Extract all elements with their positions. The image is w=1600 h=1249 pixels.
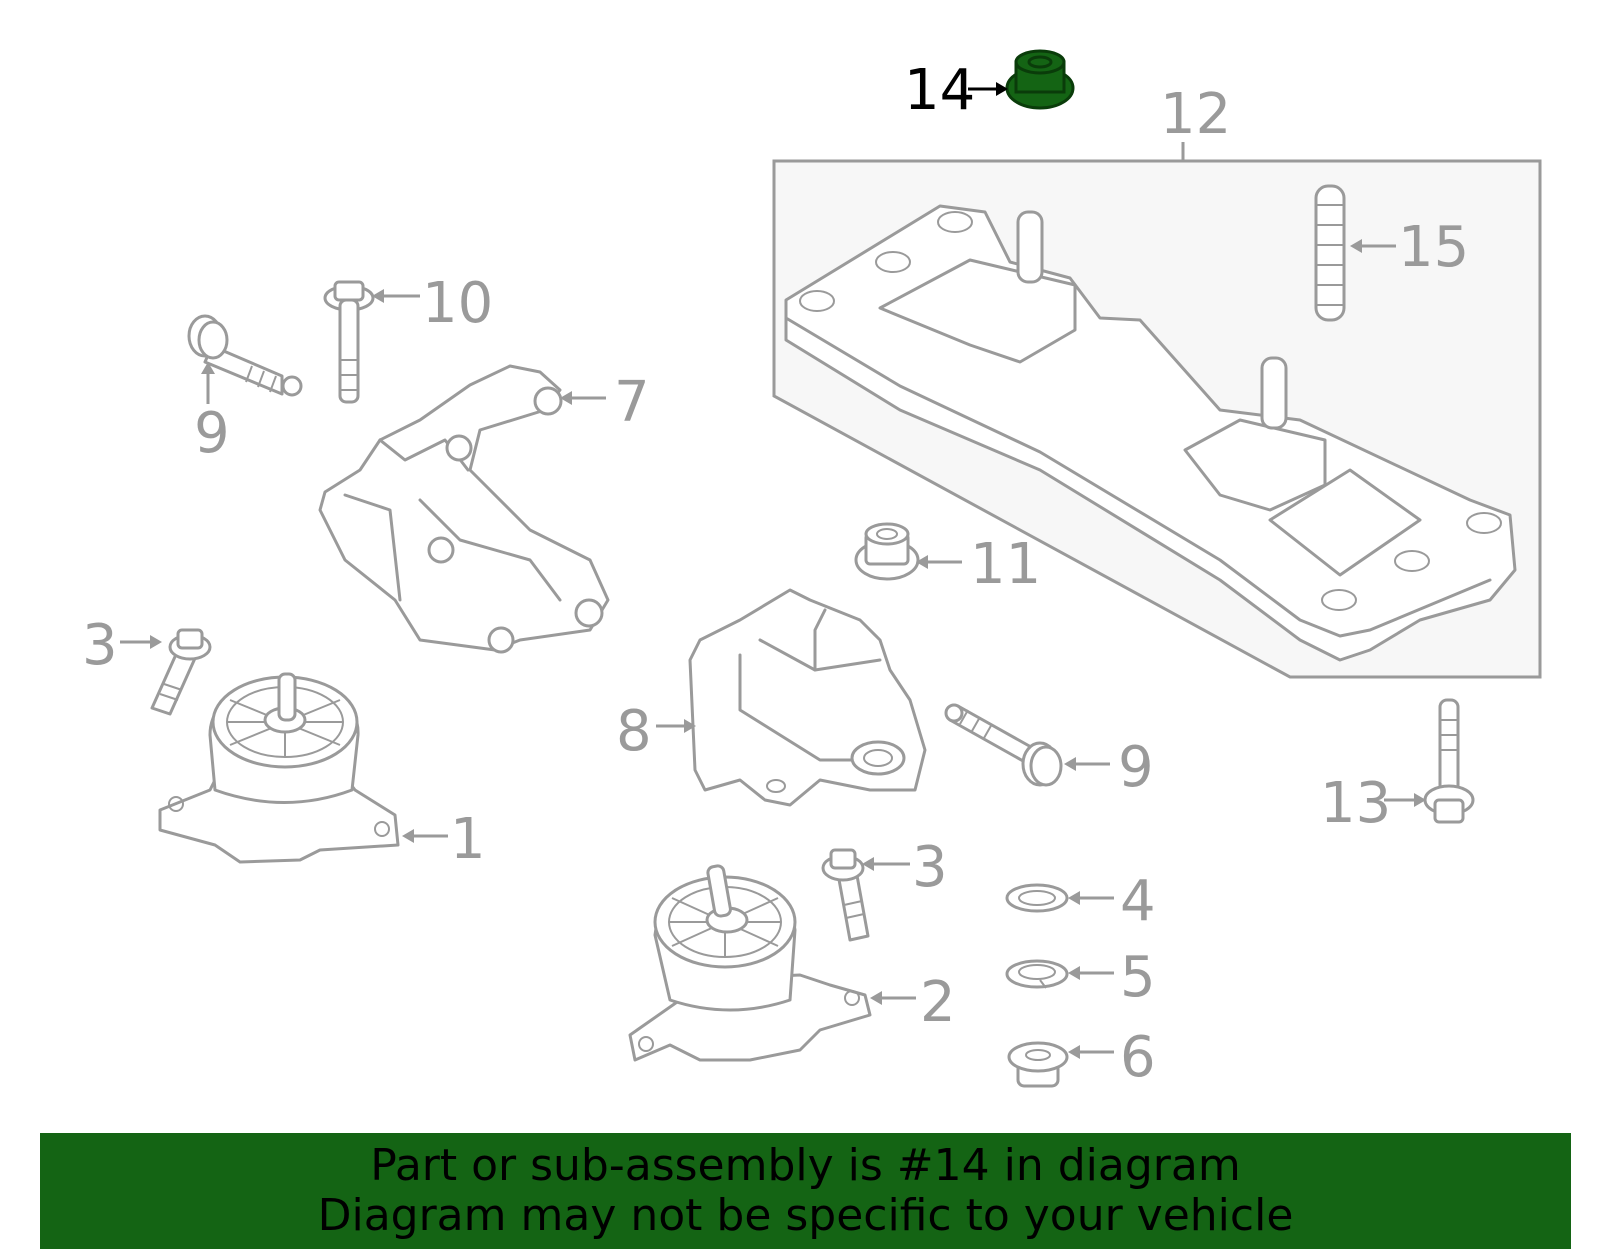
callout-15: 15 — [1398, 215, 1469, 280]
part-13-bolt[interactable] — [1423, 698, 1475, 824]
callout-2-arrow — [870, 991, 916, 1005]
callout-5-arrow — [1068, 966, 1114, 980]
part-1-engine-mount[interactable] — [158, 672, 400, 864]
callout-9-left-arrow — [201, 362, 215, 404]
callout-13-arrow — [1384, 793, 1426, 807]
callout-3-left: 3 — [82, 613, 118, 678]
banner-line-1: Part or sub-assembly is #14 in diagram — [370, 1140, 1241, 1191]
part-12-transmission-crossmember[interactable] — [772, 159, 1542, 679]
callout-6: 6 — [1120, 1025, 1156, 1090]
callout-8-arrow — [656, 719, 696, 733]
callout-1: 1 — [450, 807, 486, 872]
callout-5: 5 — [1120, 945, 1156, 1010]
callout-13: 13 — [1320, 771, 1391, 836]
callout-1-arrow — [402, 829, 448, 843]
callout-11-arrow — [916, 555, 962, 569]
part-11-nut[interactable] — [854, 522, 920, 581]
callout-3-right-arrow — [862, 857, 910, 871]
part-5-lock-washer[interactable] — [1005, 959, 1069, 989]
callout-12: 12 — [1160, 82, 1231, 147]
callout-9-right-arrow — [1064, 757, 1110, 771]
callout-8: 8 — [616, 699, 652, 764]
callout-10-arrow — [372, 289, 420, 303]
callout-9-right: 9 — [1118, 735, 1154, 800]
callout-9-left: 9 — [194, 401, 230, 466]
callout-2: 2 — [920, 970, 956, 1035]
banner-line-2: Diagram may not be specific to your vehi… — [317, 1190, 1294, 1241]
callout-3-right: 3 — [912, 835, 948, 900]
part-14-nut[interactable] — [1005, 49, 1075, 110]
part-3-bolt-right[interactable] — [821, 848, 870, 942]
callout-3-left-arrow — [120, 635, 162, 649]
part-8-transmission-mount[interactable] — [688, 588, 927, 807]
part-4-washer[interactable] — [1005, 883, 1069, 913]
callout-14-arrow — [968, 82, 1008, 96]
part-9-bolt-left[interactable] — [187, 314, 303, 397]
part-15-stud[interactable] — [1314, 184, 1346, 322]
callout-6-arrow — [1068, 1045, 1114, 1059]
callout-4: 4 — [1120, 869, 1156, 934]
part-9-bolt-right[interactable] — [944, 703, 1063, 787]
callout-4-arrow — [1068, 891, 1114, 905]
callout-11: 11 — [970, 532, 1041, 597]
part-7-mount-bracket[interactable] — [318, 364, 610, 654]
info-banner: Part or sub-assembly is #14 in diagram D… — [40, 1133, 1571, 1249]
part-6-nut[interactable] — [1007, 1041, 1069, 1088]
callout-7: 7 — [614, 370, 650, 435]
callout-15-arrow — [1350, 239, 1396, 253]
part-10-bolt[interactable] — [323, 280, 375, 404]
part-3-bolt-left[interactable] — [150, 628, 212, 716]
callout-7-arrow — [560, 391, 606, 405]
callout-14: 14 — [904, 58, 975, 123]
part-2-engine-mount[interactable] — [628, 864, 872, 1062]
callout-10: 10 — [422, 271, 493, 336]
